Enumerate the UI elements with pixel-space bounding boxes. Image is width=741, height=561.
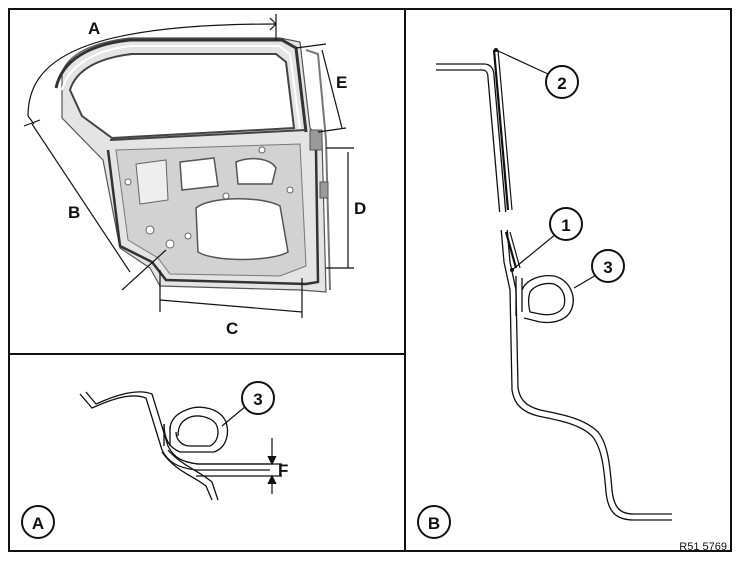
seal-section-b	[515, 274, 574, 324]
reference-code: R51 5769	[679, 541, 727, 553]
section-a-profile	[79, 391, 270, 501]
callout-2-number: 2	[557, 74, 566, 93]
callout-3-section-b: 3	[573, 249, 625, 289]
dim-label-b: B	[68, 203, 80, 222]
callout-2: 2	[494, 48, 579, 99]
dimension-b	[23, 119, 167, 291]
section-b-profile	[436, 49, 672, 521]
dim-label-e: E	[336, 73, 347, 92]
panel-label-a: A	[21, 505, 55, 539]
dimension-e	[295, 43, 347, 133]
rear-door-illustration	[54, 37, 331, 293]
callout-1-number: 1	[561, 216, 570, 235]
panel-label-b: B	[417, 505, 451, 539]
dim-label-d: D	[354, 199, 366, 218]
callout-3-a-number: 3	[253, 390, 262, 409]
panel-a-letter: A	[32, 514, 44, 533]
panel-b-letter: B	[428, 514, 440, 533]
dimension-d	[326, 147, 354, 269]
callout-1: 1	[510, 207, 583, 272]
section-break	[498, 212, 518, 230]
dimension-f	[196, 438, 282, 494]
outer-frame	[8, 8, 732, 552]
dimension-c	[159, 270, 303, 318]
dim-label-c: C	[226, 319, 238, 338]
dim-label-a: A	[88, 19, 100, 38]
dim-label-f: F	[278, 461, 288, 480]
callout-3-section-a: 3	[221, 381, 275, 427]
callout-3-b-number: 3	[603, 258, 612, 277]
dimension-a	[27, 14, 277, 125]
